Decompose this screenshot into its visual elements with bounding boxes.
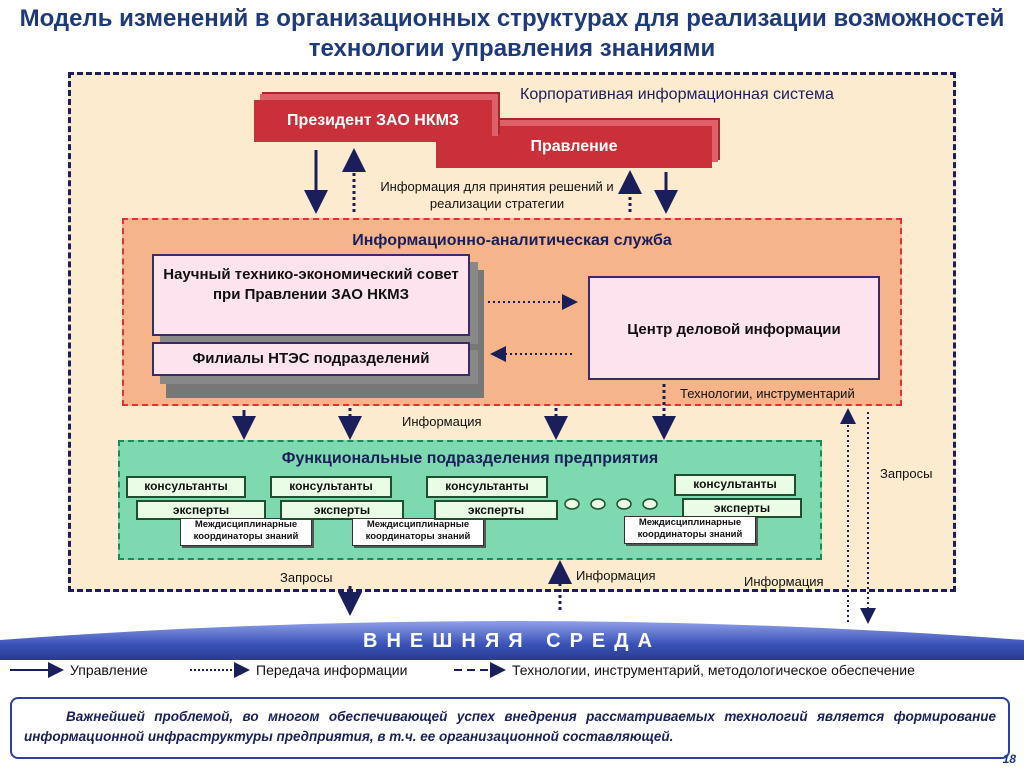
branches-box: Филиалы НТЭС подразделений	[152, 342, 470, 376]
information-label-right: Информация	[744, 574, 824, 589]
branches-label: Филиалы НТЭС подразделений	[192, 350, 430, 367]
board-label: Правление	[530, 138, 618, 155]
business-center-box: Центр деловой информации	[588, 276, 880, 380]
consultants-chip-4: консультанты	[674, 474, 796, 496]
requests-label-right: Запросы	[880, 466, 933, 481]
functional-units-label: Функциональные подразделения предприятия	[281, 450, 659, 467]
information-label-mid: Информация	[402, 414, 482, 429]
legend-management: Управление	[70, 662, 148, 678]
page-title: Модель изменений в организационных струк…	[19, 5, 1005, 62]
experts-chip-3: эксперты	[434, 500, 558, 520]
requests-label-bottom: Запросы	[280, 570, 333, 585]
external-env-band	[0, 621, 1024, 660]
page-number: 18	[1002, 752, 1016, 766]
external-env-label: ВНЕШНЯЯ СРЕДА	[363, 630, 661, 652]
information-label-bottom: Информация	[576, 568, 656, 583]
info-for-decisions-text: Информация для принятия решений и реализ…	[380, 179, 614, 211]
legend-tech-support: Технологии, инструментарий, методологиче…	[512, 662, 915, 678]
experts-chip-2: эксперты	[280, 500, 404, 520]
president-block: Президент ЗАО НКМЗ	[254, 100, 492, 142]
ellipsis-circles	[564, 498, 658, 510]
coordinators-box-1: Междисциплинарные координаторы знаний	[180, 518, 312, 546]
corporate-system-label: Корпоративная информационная система	[520, 86, 834, 103]
note-box: Важнейшей проблемой, во многом обеспечив…	[10, 697, 1010, 759]
coordinators-box-4: Междисциплинарные координаторы знаний	[624, 516, 756, 544]
consultants-chip-3: консультанты	[426, 476, 548, 498]
info-analytic-service-label: Информационно-аналитическая служба	[352, 232, 672, 249]
business-center-label: Центр деловой информации	[627, 321, 841, 338]
tech-tools-label: Технологии, инструментарий	[680, 386, 855, 401]
coordinators-box-2: Междисциплинарные координаторы знаний	[352, 518, 484, 546]
legend-info-transfer: Передача информации	[256, 662, 408, 678]
consultants-chip-2: консультанты	[270, 476, 392, 498]
president-label: Президент ЗАО НКМЗ	[287, 112, 459, 129]
council-box: Научный технико-экономический совет при …	[152, 254, 470, 336]
council-label: Научный технико-экономический совет при …	[163, 266, 459, 303]
consultants-chip-1: консультанты	[126, 476, 246, 498]
